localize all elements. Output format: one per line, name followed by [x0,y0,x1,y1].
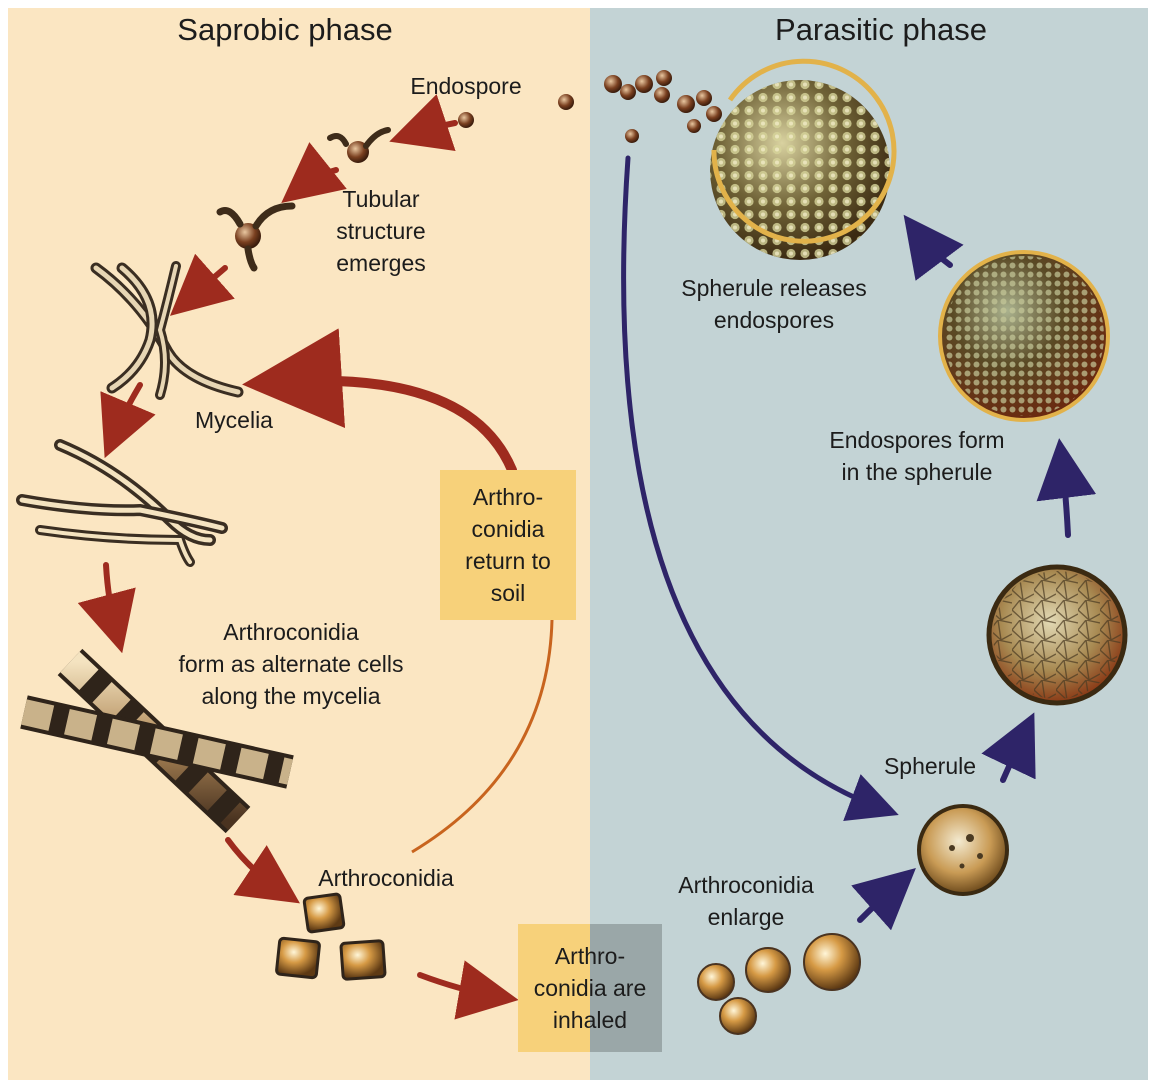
germinating-spore-icon [330,130,388,163]
enlarged-arthroconidia-icon [698,934,860,1034]
mycelia-icon [96,266,238,395]
arrow-return-to-mycelia [282,381,512,470]
saprobic-phase-title: Saprobic phase [162,12,408,48]
arthroconidia-enlarge-label: Arthroconidia enlarge [658,869,834,933]
spherule-releases-line: Spherule releases [656,272,892,304]
inhaled-line: inhaled [534,1004,647,1036]
tubular-structure-icon [220,206,292,268]
enlarge-label-line: Arthroconidia [658,869,834,901]
return-to-soil-line: return to [465,545,551,577]
arrow-chain-to-arthroconidia [228,840,280,890]
tubular-label-line: Tubular [320,183,442,215]
return-to-soil-line: soil [465,577,551,609]
inhaled-line: conidia are [534,972,647,1004]
arrow-spherule-to-cell-spherule [1003,734,1024,780]
return-to-soil-line: Arthro- [465,481,551,513]
arrow-endospore-to-germ [412,123,455,134]
endospores-form-label: Endospores form in the spherule [804,424,1030,488]
arrow-arthroconidia-to-inhaled [420,975,495,996]
arthroconidia-form-line: Arthroconidia [150,616,432,648]
return-to-soil-line: conidia [465,513,551,545]
arthroconidia-form-label: Arthroconidia form as alternate cells al… [150,616,432,712]
arrow-enlarge-to-spherule [860,884,898,920]
arrow-cell-spherule-to-endospore-spherule [1062,462,1068,535]
endospore-germinating [458,112,474,128]
spherule-releases-label: Spherule releases endospores [656,272,892,336]
hyphae-icon [22,445,222,562]
tubular-label-line: emerges [320,247,442,279]
arthroconidia-form-line: along the mycelia [150,680,432,712]
endospore-spherule-icon [940,252,1108,420]
rupturing-spherule-icon [710,61,894,260]
inhaled-box: Arthro- conidia are inhaled [518,924,662,1052]
arthroconidia-label: Arthroconidia [300,862,472,894]
enlarge-label-line: enlarge [658,901,834,933]
spherule-icon [919,806,1007,894]
tubular-structure-label: Tubular structure emerges [320,183,442,279]
return-to-soil-arc [412,620,552,852]
inhaled-line: Arthro- [534,940,647,972]
arrow-tubular-to-mycelia [188,268,225,300]
arthroconidia-form-line: form as alternate cells [150,648,432,680]
released-endospores-icon [558,70,722,143]
mycelia-label: Mycelia [184,404,284,436]
endospores-form-line: Endospores form [804,424,1030,456]
return-to-soil-box: Arthro- conidia return to soil [440,470,576,620]
spherule-releases-line: endospores [656,304,892,336]
arrow-mycelia-to-hyphae [114,385,140,436]
tubular-label-line: structure [320,215,442,247]
spherule-label: Spherule [872,750,988,782]
arrow-endospore-spherule-to-release [918,234,950,265]
arrow-hyphae-to-arthroconidia-chain [106,565,116,630]
endospores-form-line: in the spherule [804,456,1030,488]
parasitic-phase-title: Parasitic phase [760,12,1002,48]
endospore-label: Endospore [396,70,536,102]
arthroconidia-icon [276,894,385,980]
cell-spherule-icon [989,567,1125,703]
